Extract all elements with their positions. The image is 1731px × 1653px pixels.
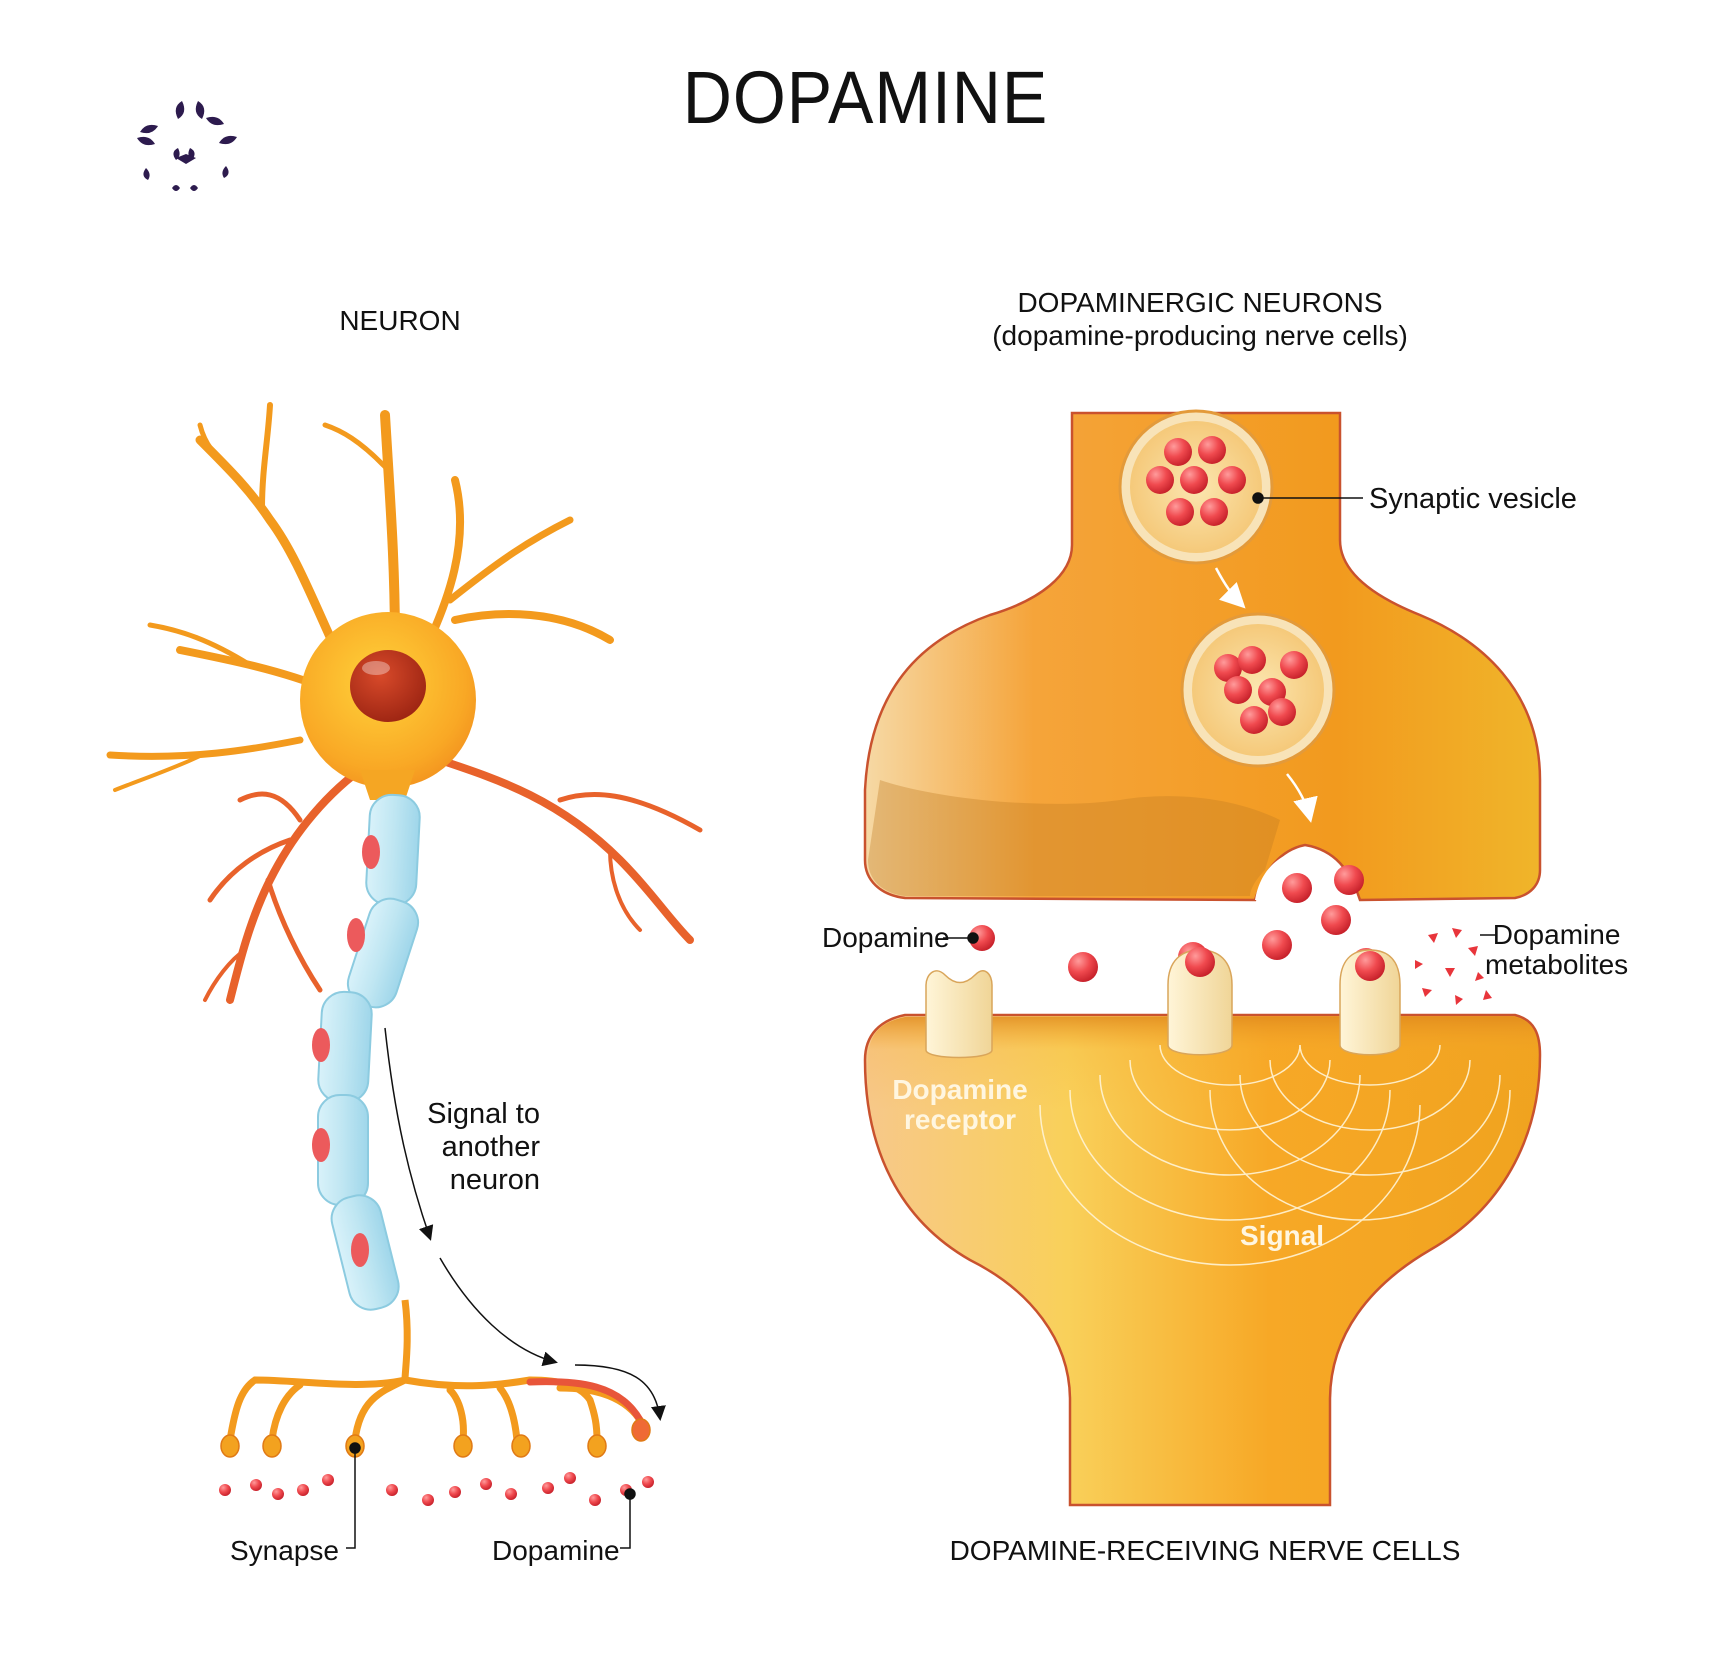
axon-terminals (226, 1376, 644, 1444)
synaptic-vesicle-1 (1118, 409, 1274, 565)
myelin-sheath (317, 793, 421, 1311)
dopamine-leader-right (943, 932, 979, 944)
dopaminergic-subheading: (dopamine-producing nerve cells) (992, 320, 1408, 351)
dopamine-leader-left (620, 1488, 636, 1549)
page-title: DOPAMINE (682, 56, 1049, 139)
postsynaptic-terminal (863, 1013, 1542, 1507)
synaptic-vesicle-2 (1180, 612, 1336, 768)
receptor-label: Dopamine receptor (892, 1074, 1028, 1135)
dopamine-receptors (925, 949, 1401, 1059)
signal-waves (1039, 1044, 1511, 1266)
dopaminergic-heading: DOPAMINERGIC NEURONS (1017, 287, 1383, 318)
signal-arrow (384, 1027, 434, 1241)
dopamine-dots-left (219, 1472, 654, 1506)
synaptic-knobs (220, 1418, 651, 1458)
signal-label: Signal (1240, 1220, 1325, 1251)
signal-to-neuron-label: Signal to another neuron (427, 1098, 540, 1196)
synapse-label: Synapse (230, 1535, 339, 1566)
synapse-illustration (863, 409, 1542, 1507)
nucleus (350, 650, 426, 722)
neuron-illustration (106, 402, 703, 1549)
synaptic-vesicle-label: Synaptic vesicle (1369, 483, 1577, 515)
synapse-leader (346, 1442, 361, 1549)
metabolites-label: Dopamine metabolites (1485, 919, 1629, 980)
dopamine-label-right: Dopamine (822, 922, 950, 953)
dopamine-metabolites (1415, 928, 1492, 1005)
dopamine-label-left: Dopamine (492, 1535, 620, 1566)
flower-logo-icon (137, 101, 237, 191)
neuron-heading: NEURON (339, 305, 461, 336)
receiving-cells-heading: DOPAMINE-RECEIVING NERVE CELLS (949, 1535, 1461, 1566)
vesicle-leader (1252, 492, 1363, 504)
schwann-nuclei (312, 835, 380, 1267)
